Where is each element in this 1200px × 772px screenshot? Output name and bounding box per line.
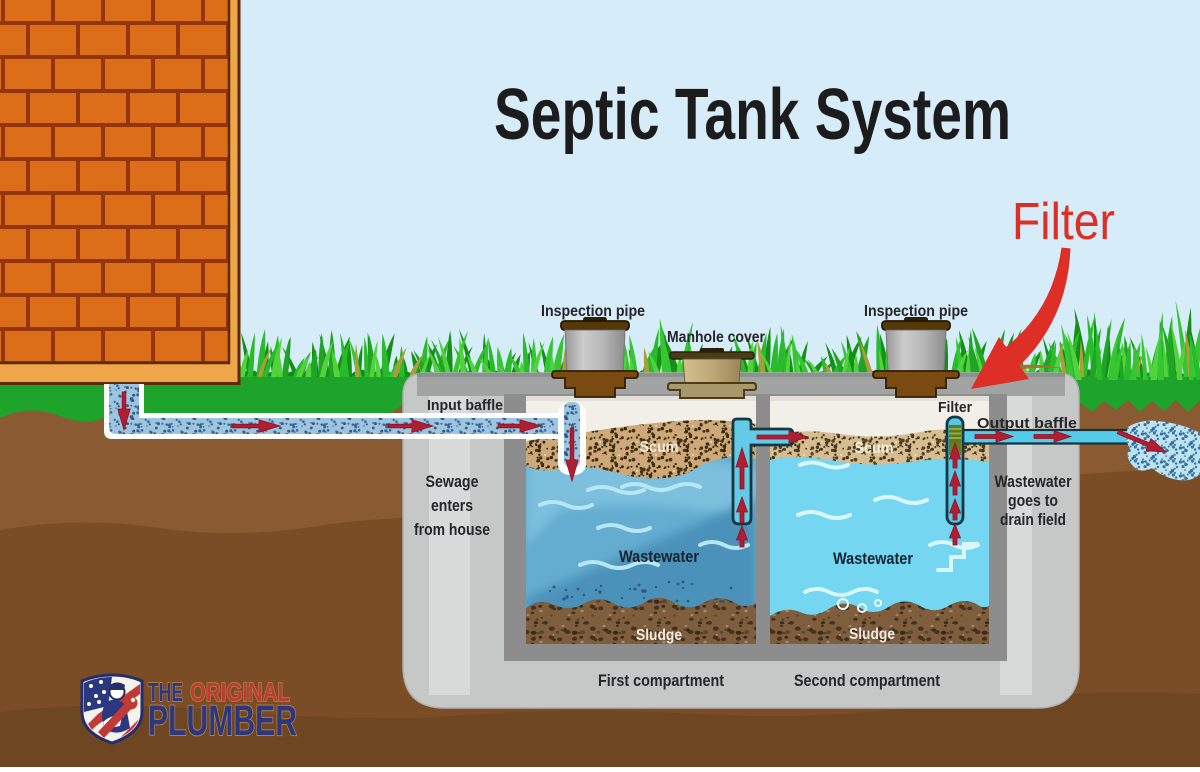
- svg-text:Sewage: Sewage: [426, 473, 479, 491]
- svg-text:PLUMBER: PLUMBER: [148, 697, 297, 745]
- svg-text:Input baffle: Input baffle: [427, 397, 503, 414]
- svg-text:Inspection pipe: Inspection pipe: [541, 303, 645, 320]
- svg-text:Wastewater: Wastewater: [619, 547, 699, 566]
- svg-text:Second compartment: Second compartment: [794, 671, 940, 690]
- svg-text:Sludge: Sludge: [636, 627, 682, 644]
- svg-text:Filter: Filter: [1012, 193, 1115, 251]
- svg-text:drain field: drain field: [1000, 510, 1066, 529]
- svg-text:Filter: Filter: [938, 399, 972, 416]
- svg-text:goes to: goes to: [1008, 491, 1058, 510]
- svg-text:Septic Tank System: Septic Tank System: [494, 75, 1011, 155]
- svg-text:Wastewater: Wastewater: [995, 472, 1072, 491]
- svg-text:First compartment: First compartment: [598, 671, 724, 690]
- svg-text:enters: enters: [431, 497, 473, 515]
- svg-text:ORIGINAL: ORIGINAL: [190, 677, 290, 707]
- svg-text:Manhole cover: Manhole cover: [667, 329, 765, 346]
- svg-text:Scum: Scum: [855, 440, 894, 457]
- svg-text:Sludge: Sludge: [849, 626, 895, 643]
- svg-text:THE: THE: [148, 677, 183, 707]
- svg-text:Output baffle: Output baffle: [977, 415, 1077, 432]
- svg-text:Scum: Scum: [640, 439, 679, 456]
- svg-text:Inspection pipe: Inspection pipe: [864, 303, 968, 320]
- svg-text:Wastewater: Wastewater: [833, 549, 913, 568]
- svg-text:from house: from house: [414, 521, 490, 539]
